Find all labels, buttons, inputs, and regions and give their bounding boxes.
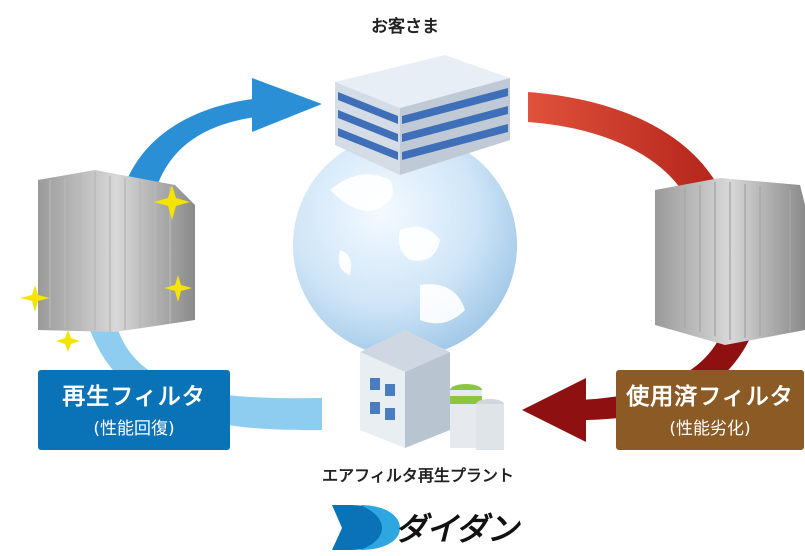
regenerated-filter-box: 再生フィルタ (性能回復) <box>38 370 230 450</box>
used-filter-box: 使用済フィルタ (性能劣化) <box>616 370 804 450</box>
sparkle-icon <box>20 185 192 352</box>
regenerated-filter-title: 再生フィルタ <box>62 384 206 410</box>
regenerated-filter-subtitle: (性能回復) <box>93 419 175 439</box>
usage-arrow <box>528 92 725 205</box>
logo-icon <box>332 505 400 550</box>
used-filter-subtitle: (性能劣化) <box>669 419 751 439</box>
building-icon <box>335 55 510 175</box>
logo-text: ダイダン <box>395 510 519 548</box>
used-filter-title: 使用済フィルタ <box>626 384 794 410</box>
factory-icon <box>360 330 504 450</box>
used-filter-icon <box>655 178 805 345</box>
regeneration-arrow <box>90 330 322 431</box>
regenerated-filter-icon <box>38 170 195 332</box>
plant-label: エアフィルタ再生プラント <box>322 466 514 485</box>
globe-icon <box>293 133 517 357</box>
customer-label: お客さま <box>371 17 439 37</box>
